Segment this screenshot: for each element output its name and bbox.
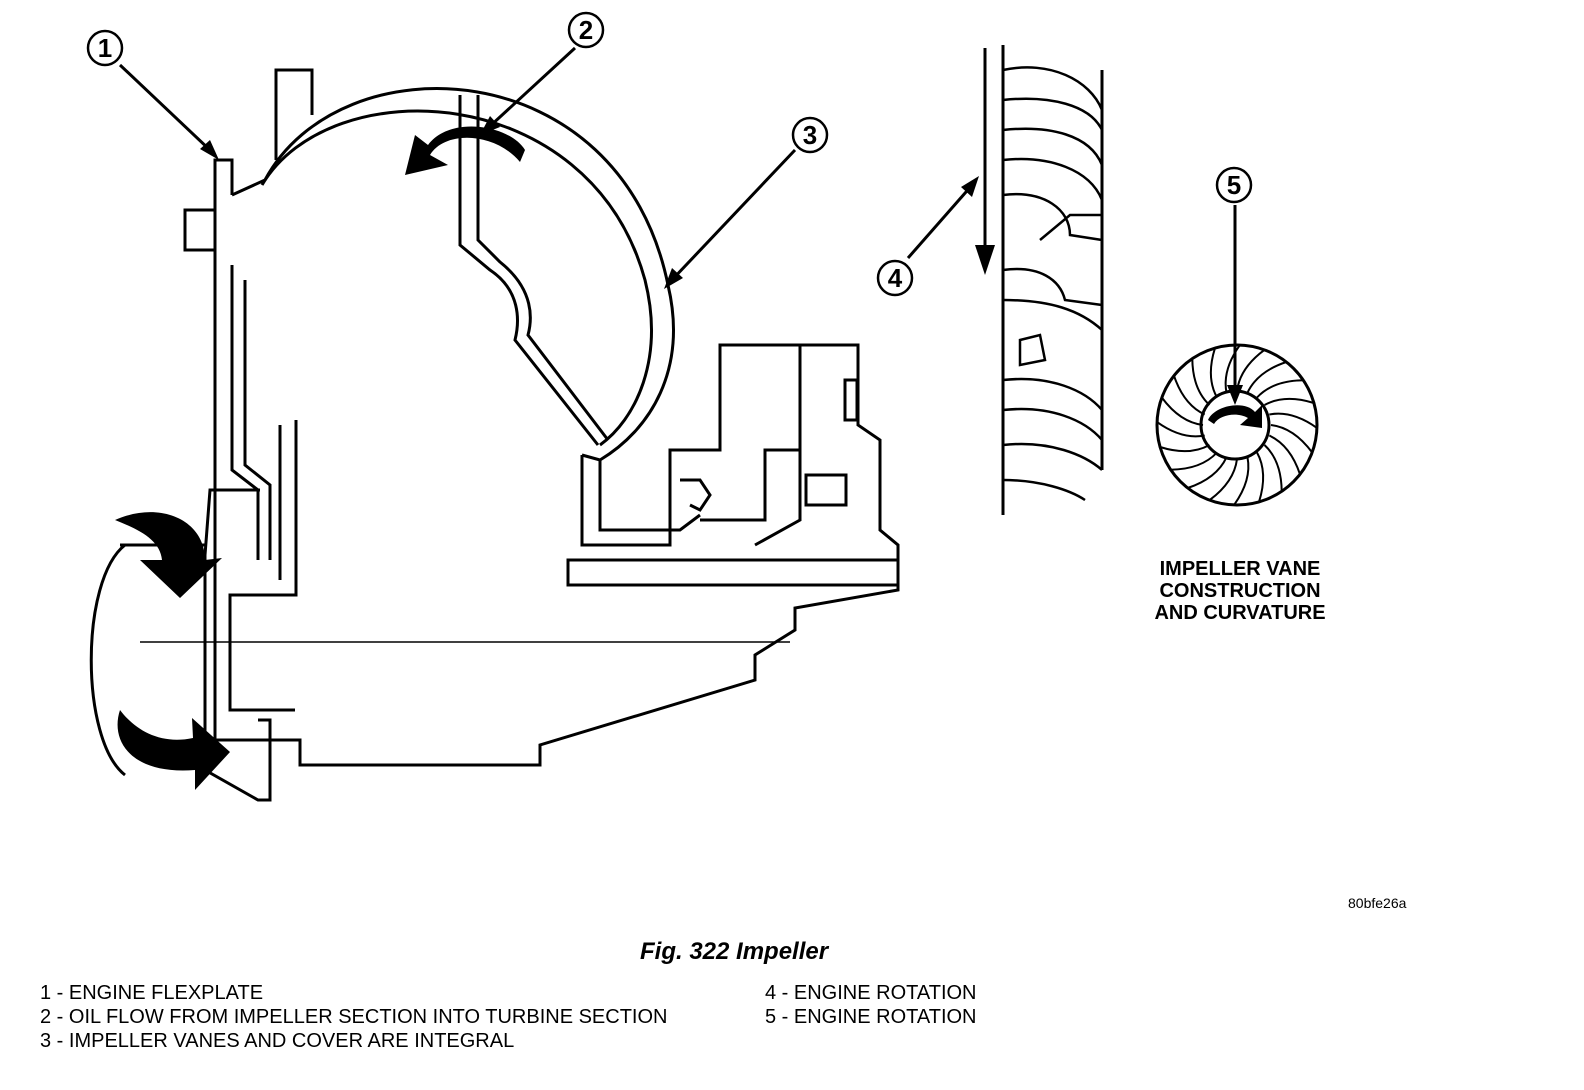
legend-right: 4 - ENGINE ROTATION 5 - ENGINE ROTATION [765,982,1165,1030]
impeller-vane [1269,412,1318,429]
impeller-vane [1270,424,1313,453]
impeller-vane [1256,379,1304,399]
callout-3-label: 3 [803,120,817,150]
impeller-vane [1156,421,1205,438]
callout-4: 4 [876,259,914,297]
rotation-arrows [115,126,525,790]
impeller-vane [1224,344,1241,393]
impeller-vane [1159,444,1210,453]
impeller-vane [1236,349,1265,392]
impeller-vane [1263,444,1283,492]
shaft-rotation-arrow-upper [115,512,222,598]
inset-caption: IMPELLER VANE CONSTRUCTION AND CURVATURE [1120,558,1360,624]
figure-title: Fig. 322 Impeller [640,938,829,965]
inset-caption-line-1: IMPELLER VANE [1159,558,1321,580]
impeller-vane [1191,358,1211,406]
inset-caption-line-3: AND CURVATURE [1154,602,1326,624]
inset-caption-line-2: CONSTRUCTION [1159,580,1321,602]
callout-5-label: 5 [1227,170,1241,200]
callout-5: 5 [1215,166,1253,204]
callout-1: 1 [86,29,124,67]
impeller-vane [1268,434,1301,475]
oil-flow-arrow [405,126,525,175]
legend-item-1: 1 - ENGINE FLEXPLATE [40,982,264,1004]
shaft-rotation-arrow-lower [117,710,230,790]
impeller-vane [1256,452,1265,503]
legend-item-4: 4 - ENGINE ROTATION [765,982,977,1004]
legend-left: 1 - ENGINE FLEXPLATE 2 - OIL FLOW FROM I… [40,982,680,1054]
impeller-vane [1209,347,1218,398]
legend-item-5: 5 - ENGINE ROTATION [765,1006,977,1028]
callout-leaders [118,46,1243,405]
impeller-vane-front-view [1155,343,1319,507]
converter-cross-section [89,68,900,802]
callout-markers: 1 2 3 4 5 [86,11,1253,297]
callout-3: 3 [791,116,829,154]
impeller-vane [1173,375,1206,416]
callout-1-label: 1 [98,33,112,63]
impeller-vane [1233,457,1250,506]
impeller-vane [1264,397,1315,406]
figure-code: 80bfe26a [1348,895,1407,911]
callout-2: 2 [567,11,605,49]
legend-item-2: 2 - OIL FLOW FROM IMPELLER SECTION INTO … [40,1006,668,1028]
impeller-vane-side-view [975,45,1104,515]
callout-2-label: 2 [579,15,593,45]
legend-item-3: 3 - IMPELLER VANES AND COVER ARE INTEGRA… [40,1030,515,1052]
impeller-vane [1187,456,1228,489]
front-rotation-arrow [1208,405,1262,428]
callout-4-label: 4 [888,263,903,293]
impeller-vane [1170,451,1218,471]
impeller-vane [1161,397,1204,426]
impeller-vane [1209,458,1238,501]
flexplate-bolt [183,208,217,252]
impeller-vane [1246,361,1287,394]
